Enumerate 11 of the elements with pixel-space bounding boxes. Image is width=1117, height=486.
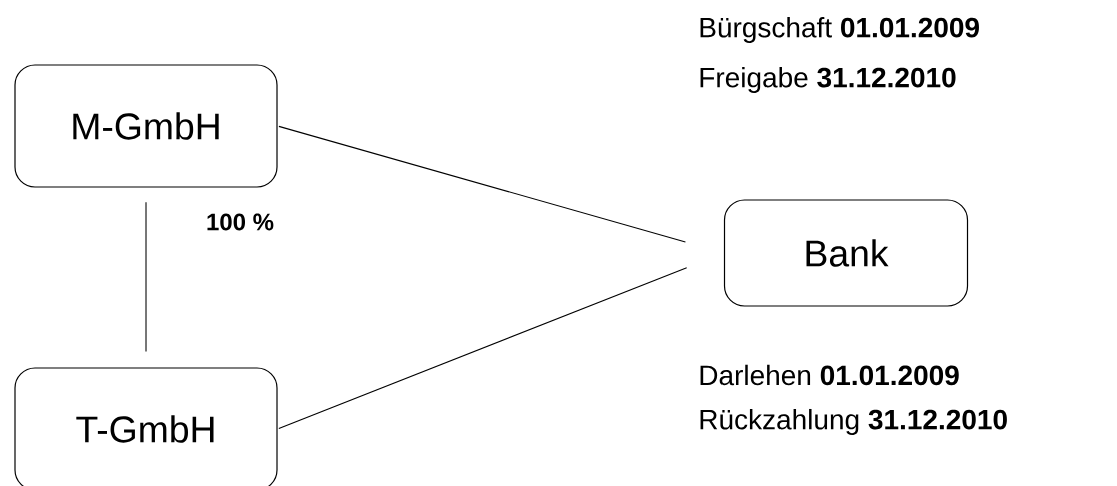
date-note: Freigabe 31.12.2010 xyxy=(700,66,956,94)
connector-line xyxy=(278,267,688,430)
connector-line xyxy=(278,125,686,243)
date-note: Bürgschaft 01.01.2009 xyxy=(700,16,979,44)
entity-box: M-GmbH xyxy=(14,64,278,188)
date-note: Darlehen 01.01.2009 xyxy=(700,364,959,386)
edge-label: 100 % xyxy=(204,212,276,232)
connector-line xyxy=(145,201,147,352)
entity-box: Bank xyxy=(723,199,969,307)
date-note: Rückzahlung 31.12.2010 xyxy=(700,408,1007,436)
entity-box: T-GmbH xyxy=(14,367,278,486)
